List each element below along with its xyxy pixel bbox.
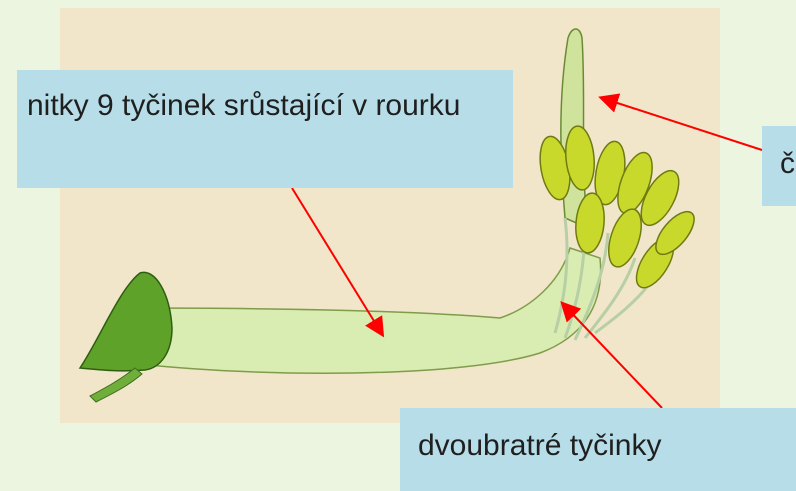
- tube-label: nitky 9 tyčinek srůstající v rourku: [17, 70, 513, 188]
- stigma-label: čnělka: [762, 126, 796, 206]
- stamens-label: dvoubratré tyčinky: [400, 408, 796, 491]
